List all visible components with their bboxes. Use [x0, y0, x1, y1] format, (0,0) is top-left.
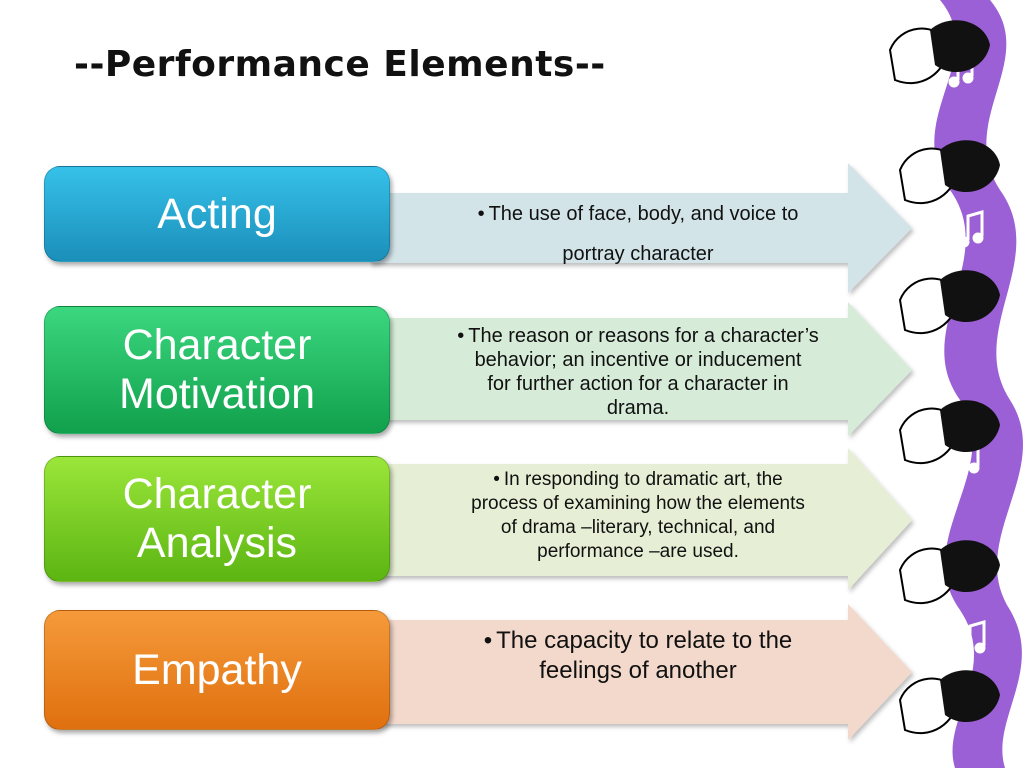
arrow-shape-character-motivation	[370, 302, 912, 436]
definition-acting-line-2: portray character	[562, 243, 714, 265]
definition-acting-line-1: •The use of face, body, and voice to	[477, 203, 799, 225]
tragedy-mask-icon	[930, 20, 990, 73]
bullet: •	[493, 469, 500, 490]
arrow-body-empathy	[370, 604, 912, 740]
term-character-motivation-line-2: Motivation	[119, 370, 315, 418]
bullet: •	[483, 627, 493, 654]
bullet: •	[457, 325, 465, 347]
mask-pair-6	[898, 670, 1000, 735]
definition-character-analysis-line-4: performance –are used.	[537, 541, 739, 562]
tragedy-mask-icon	[940, 140, 1000, 193]
arrow-shape-empathy	[370, 604, 912, 740]
definition-character-analysis: •In responding to dramatic art, the proc…	[388, 468, 888, 564]
definition-character-motivation-line-2: behavior; an incentive or inducement	[474, 349, 802, 371]
tragedy-mask-icon	[940, 270, 1000, 323]
definition-character-motivation-line-4: drama.	[606, 397, 670, 419]
term-acting: Acting	[44, 166, 390, 262]
mask-pair-5	[898, 540, 1000, 605]
definition-character-motivation-line-1: •The reason or reasons for a character’s	[457, 325, 819, 347]
term-character-motivation-line-1: Character	[122, 321, 312, 369]
definition-character-motivation: •The reason or reasons for a character’s…	[388, 324, 888, 420]
arrow-shape-acting	[370, 163, 912, 293]
term-character-motivation: Character Motivation	[44, 306, 390, 434]
definition-character-analysis-line-3: of drama –literary, technical, and	[500, 517, 776, 538]
mask-pair-4	[898, 400, 1000, 465]
row-character-analysis: Character Analysis •In responding to dra…	[0, 446, 920, 596]
term-character-analysis-line-2: Analysis	[136, 519, 298, 567]
slide-title: --Performance Elements--	[74, 44, 606, 85]
definition-acting: •The use of face, body, and voice to por…	[388, 194, 888, 274]
definition-character-analysis-line-1: •In responding to dramatic art, the	[493, 469, 783, 490]
tragedy-mask-icon	[940, 400, 1000, 453]
definition-empathy-line-1: •The capacity to relate to the	[483, 627, 793, 654]
bullet: •	[477, 203, 485, 225]
mask-pair-3	[898, 270, 1000, 335]
tragedy-mask-icon	[940, 670, 1000, 723]
row-character-motivation: Character Motivation •The reason or reas…	[0, 300, 920, 446]
theatre-masks-ribbon	[888, 0, 1023, 768]
term-empathy: Empathy	[44, 610, 390, 730]
definition-empathy-line-2: feelings of another	[539, 657, 737, 684]
mask-pair-1	[888, 20, 990, 85]
term-character-analysis-line-1: Character	[122, 470, 312, 518]
definition-character-motivation-line-3: for further action for a character in	[487, 373, 789, 395]
row-acting: Acting •The use of face, body, and voice…	[0, 160, 920, 300]
arrow-shape-character-analysis	[370, 448, 912, 590]
music-notes	[948, 50, 986, 658]
arrow-body-acting	[370, 163, 912, 293]
arrow-body-character-analysis	[370, 448, 912, 590]
definition-character-analysis-line-2: process of examining how the elements	[471, 493, 805, 514]
row-empathy: Empathy •The capacity to relate to the f…	[0, 600, 920, 750]
term-empathy-label: Empathy	[132, 645, 302, 694]
tragedy-mask-icon	[940, 540, 1000, 593]
arrow-body-character-motivation	[370, 302, 912, 436]
definition-empathy: •The capacity to relate to the feelings …	[388, 626, 888, 686]
term-character-analysis: Character Analysis	[44, 456, 390, 582]
term-acting-label: Acting	[157, 189, 277, 238]
mask-pair-2	[898, 140, 1000, 205]
